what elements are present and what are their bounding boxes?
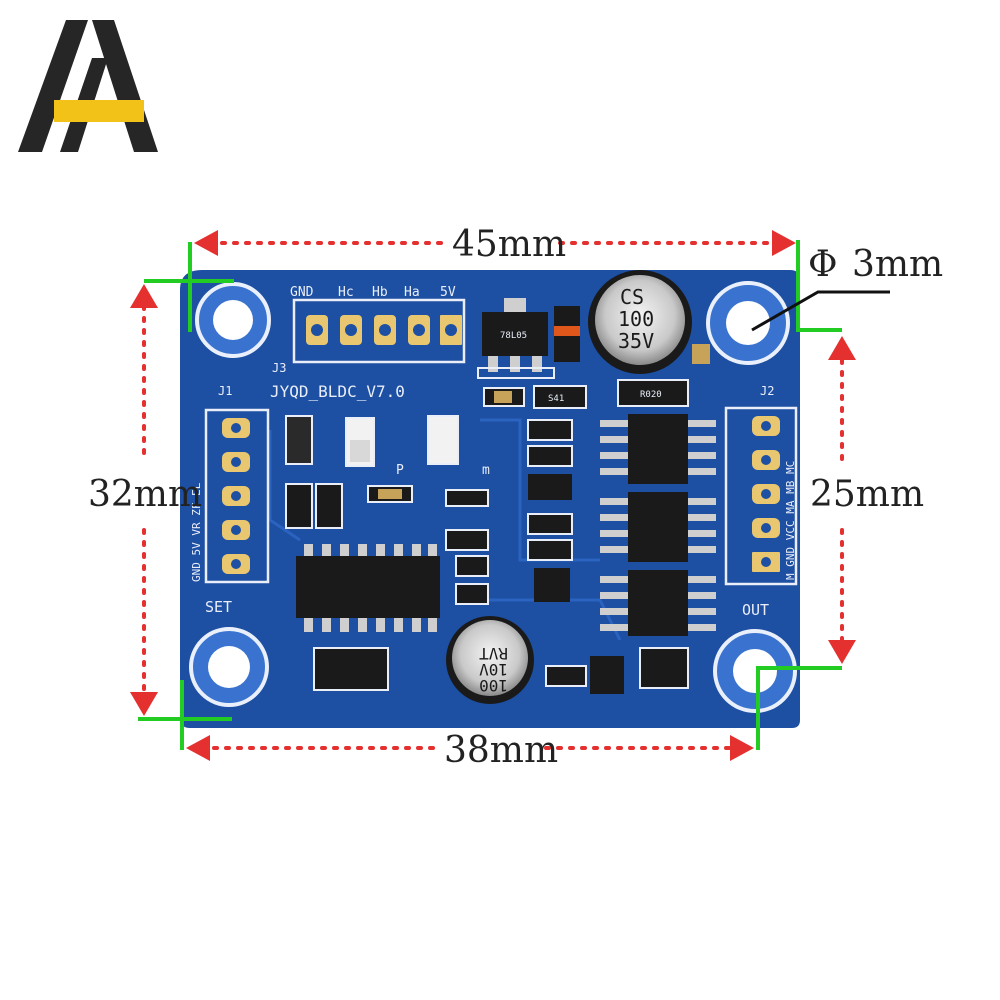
regulator-label: 78L05: [500, 331, 527, 341]
hole-symbol: Φ: [808, 244, 838, 285]
ic-chip-main: [296, 544, 440, 632]
brand-logo: [18, 20, 158, 152]
j3-pin-5v: 5V: [440, 285, 456, 300]
cap-small-line2: 10V: [479, 660, 508, 679]
cap-small-line3: 100: [479, 676, 508, 695]
ic-chip-driver-2: [600, 492, 716, 562]
guide-lines: [138, 240, 842, 750]
cap-large-line1: CS: [620, 285, 644, 309]
voltage-regulator: [477, 298, 555, 379]
ic-chip-driver-3: [600, 570, 716, 636]
p-label: P: [396, 463, 404, 478]
capacitor-small: [446, 616, 534, 704]
capacitor-large: [588, 270, 692, 374]
m-label: m: [482, 463, 490, 478]
j1-pin-labels: GND 5V VR ZF EL: [190, 482, 203, 582]
out-label: OUT: [742, 601, 769, 619]
cap-small-line1: RVT: [479, 644, 508, 663]
j1-label: J1: [218, 384, 232, 398]
pcb-board: GND Hc Hb Ha 5V J3 JYQD_BLDC_V7.0 J1 J2 …: [180, 270, 800, 728]
ic-chip-driver-1: [600, 414, 716, 484]
diode-label: S41: [548, 394, 564, 404]
mounting-hole-top-right: [706, 281, 790, 365]
smd-components: [285, 344, 710, 694]
dimension-lines: [130, 230, 856, 761]
board-name: JYQD_BLDC_V7.0: [270, 382, 405, 401]
smd-diode: [554, 306, 580, 362]
j3-pin-ha: Ha: [404, 285, 420, 300]
j3-pin-hb: Hb: [372, 285, 388, 300]
dim-label-right: 25mm: [810, 474, 924, 515]
dim-label-top: 45mm: [452, 224, 566, 265]
hole-leader-line: [751, 290, 890, 332]
j3-label: J3: [272, 361, 286, 375]
dim-label-bottom: 38mm: [444, 730, 558, 771]
set-label: SET: [205, 598, 232, 616]
mounting-hole-bottom-left: [189, 627, 269, 707]
j3-pin-hc: Hc: [338, 285, 354, 300]
cap-large-line3: 35V: [618, 329, 654, 353]
header-j2: [724, 406, 798, 586]
cap-large-line2: 100: [618, 307, 654, 331]
mounting-hole-bottom-right: [713, 629, 797, 713]
header-j3: [292, 298, 466, 364]
j2-pin-labels: M GND VCC MA MB MC: [784, 461, 797, 580]
resistor-label: R020: [640, 390, 662, 400]
dim-label-left: 32mm: [88, 474, 202, 515]
j2-label: J2: [760, 384, 774, 398]
j3-pin-gnd: GND: [290, 285, 314, 300]
mounting-hole-top-left: [195, 282, 271, 358]
hole-size-label: 3mm: [852, 244, 943, 285]
logo-accent-bar: [54, 100, 144, 122]
header-j1: [204, 408, 270, 584]
